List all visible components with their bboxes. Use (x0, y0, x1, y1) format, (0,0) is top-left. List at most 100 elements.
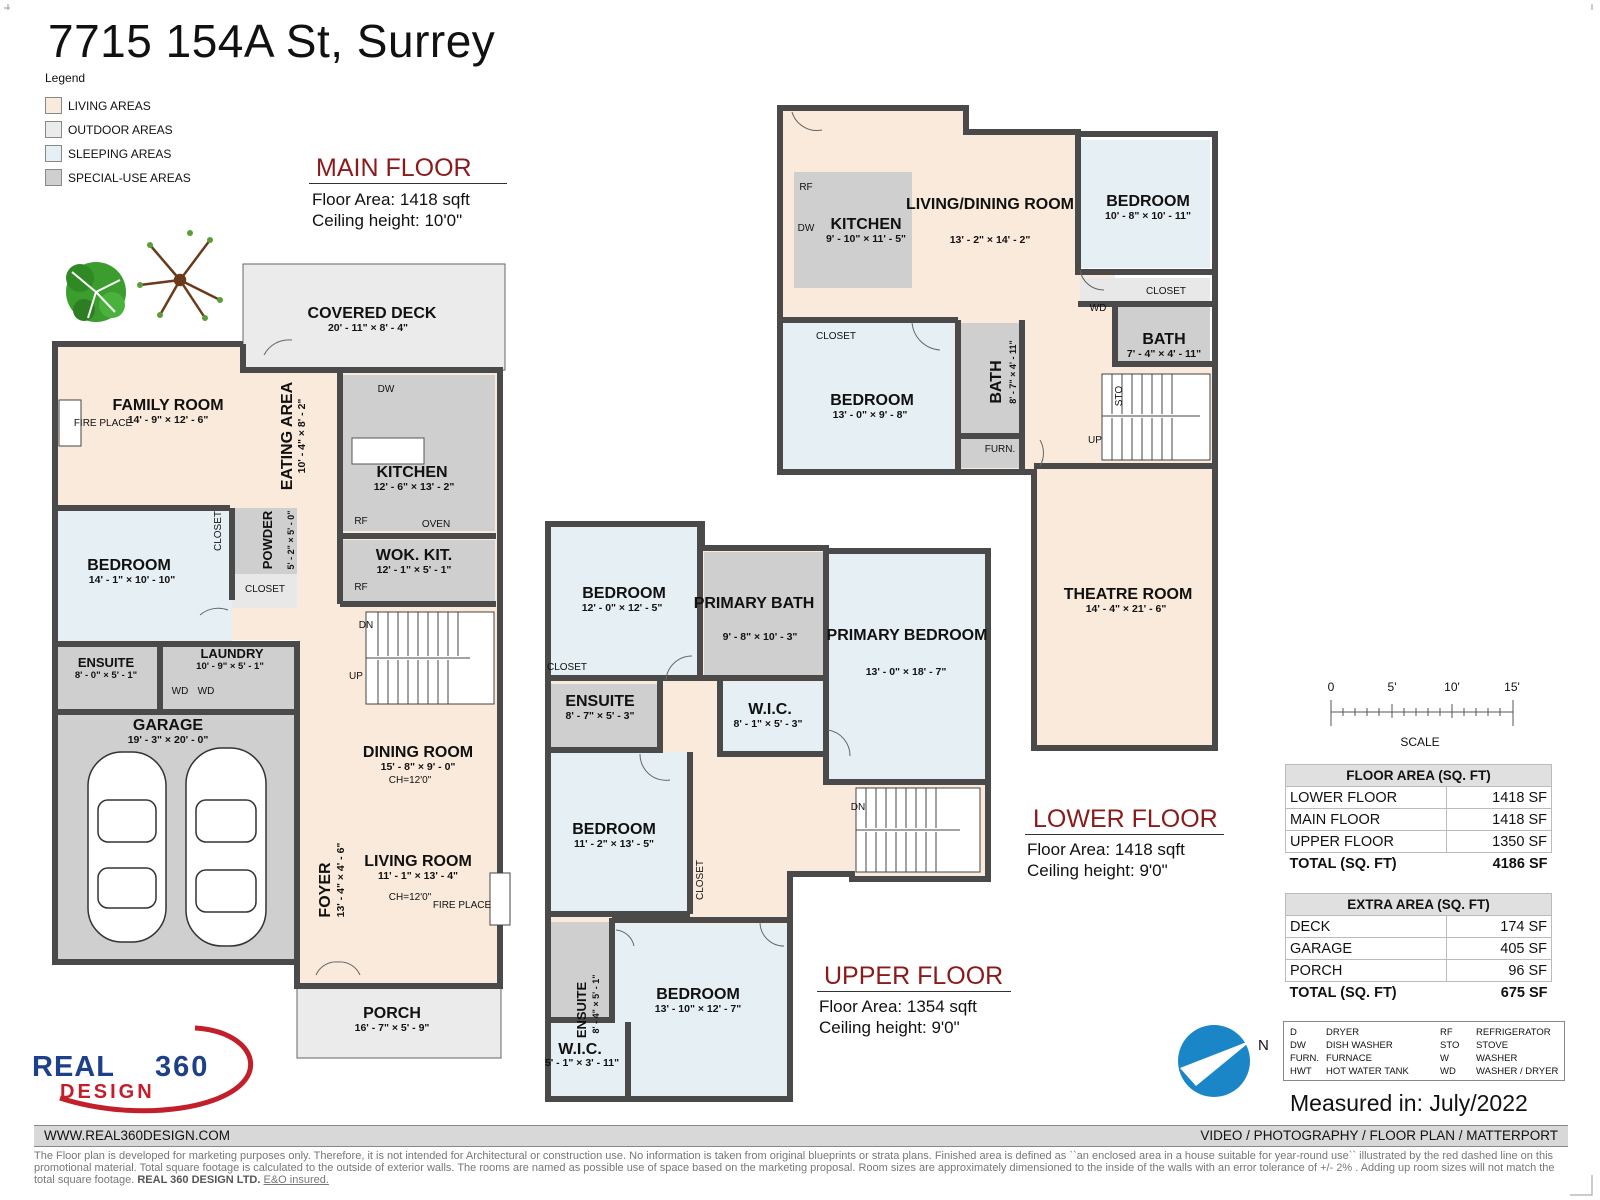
abbr-meaning: REFRIGERATOR (1476, 1027, 1551, 1038)
legend-swatch (45, 97, 62, 114)
bedroom-lower-1-fill (1080, 140, 1210, 268)
bedroom-upper-1-fill (550, 526, 700, 676)
scale-tick-label: 5' (1388, 680, 1397, 694)
living-ceiling: CH=12'0" (389, 892, 432, 903)
table-cell: 4186 SF (1492, 855, 1548, 872)
table-cell: PORCH (1285, 959, 1447, 982)
wic-upper-1-dim: 8' - 1" × 5' - 3" (734, 718, 803, 730)
legend-swatch (45, 145, 62, 162)
upper-walls (545, 521, 991, 1102)
primary-bath-dim: 9' - 8" × 10' - 3" (723, 631, 798, 643)
divider (1025, 834, 1224, 835)
legend-item-special: SPECIAL-USE AREAS (45, 169, 191, 186)
table-cell: 96 SF (1446, 959, 1552, 982)
powder-label: POWDER (260, 510, 275, 569)
main-floor-area: Floor Area: 1418 sqft (312, 190, 470, 209)
table-cell: 675 SF (1500, 984, 1548, 1001)
table-cell: 1418 SF (1446, 786, 1552, 809)
kitchen-lower-dim: 9' - 10" × 11' - 5" (826, 233, 906, 245)
abbr-code: DW (1290, 1040, 1306, 1051)
main-walls (52, 341, 503, 989)
table-cell: 1350 SF (1446, 830, 1552, 853)
table-cell: TOTAL (SQ. FT) (1289, 855, 1397, 872)
scale-tick-label: 10' (1444, 680, 1460, 694)
logo-swoosh-icon (59, 1025, 254, 1114)
kitchen-lower-fill (794, 172, 912, 288)
table-cell: DECK (1285, 915, 1447, 938)
dw-label: DW (798, 223, 815, 234)
legend-item-living: LIVING AREAS (45, 97, 151, 114)
bedroom-main-dim: 14' - 1" × 10' - 10" (89, 574, 175, 586)
powder-dim: 5' - 2" × 5' - 0" (286, 510, 296, 569)
legend-title: Legend (45, 71, 86, 85)
covered-deck-dim: 20' - 11" × 8' - 4" (328, 322, 408, 334)
family-room-dim: 14' - 9" × 12' - 6" (128, 414, 209, 426)
dn-label: DN (851, 802, 865, 813)
bedroom-upper-3-dim: 13' - 10" × 12' - 7" (655, 1003, 741, 1015)
wok-kitchen-fill (342, 540, 495, 602)
abbr-meaning: WASHER / DRYER (1476, 1066, 1559, 1077)
ensuite-main-label: ENSUITE (78, 655, 135, 670)
bath-lower-2-label: BATH (988, 360, 1005, 403)
porch-area (296, 987, 502, 1059)
bedroom-upper-3-label: BEDROOM (656, 986, 740, 1003)
bedroom-upper-2-dim: 11' - 2" × 13' - 5" (574, 838, 654, 850)
bath-lower-1-label: BATH (1142, 331, 1185, 348)
laundry-dim: 10' - 9" × 5' - 1" (196, 661, 264, 672)
family-room-label: FAMILY ROOM (112, 397, 223, 414)
abbr-meaning: HOT WATER TANK (1326, 1066, 1409, 1077)
living-dining-label: LIVING/DINING ROOM (906, 196, 1074, 213)
bedroom-lower-1-dim: 10' - 8" × 10' - 11" (1105, 210, 1191, 222)
disclaimer-company: REAL 360 DESIGN LTD. (137, 1174, 261, 1186)
stairs-lower (1101, 373, 1211, 461)
kitchen-main-dim: 12' - 6" × 13' - 2" (374, 481, 455, 493)
furn-label: FURN. (985, 444, 1016, 455)
bedroom-lower-2-label: BEDROOM (830, 392, 914, 409)
lower-floor-title: LOWER FLOOR (1033, 805, 1218, 833)
main-floor-plan: COVERED DECK 20' - 11" × 8' - 4" FAMILY … (52, 263, 511, 1059)
legend-item-outdoor: OUTDOOR AREAS (45, 121, 173, 138)
eating-area-dim: 10' - 4" × 8' - 2" (296, 399, 308, 474)
scale-bar: 0 5' 10' 15' SCALE (1328, 680, 1520, 749)
bedroom-upper-1-dim: 12' - 0" × 12' - 5" (582, 602, 663, 614)
bath-lower-2-fill (960, 323, 1020, 468)
table-total-row: TOTAL (SQ. FT) 4186 SF (1286, 853, 1552, 875)
abbr-code: FURN. (1290, 1053, 1320, 1064)
crop-mark (4, 4, 10, 10)
fireplace-icon (489, 872, 511, 926)
primary-bath-fill (704, 552, 824, 678)
porch-dim: 16' - 7" × 5' - 9" (355, 1022, 430, 1034)
abbr-meaning: DRYER (1326, 1027, 1360, 1038)
foyer-dim: 13' - 4" × 4' - 6" (335, 843, 347, 918)
up-label: UP (1088, 435, 1102, 446)
legend-label: OUTDOOR AREAS (68, 122, 173, 137)
bath-lower-2-dim: 8' - 7" × 4' - 11" (1008, 340, 1018, 404)
legend-label: SLEEPING AREAS (68, 146, 172, 161)
ensuite-upper-2-fill (550, 922, 612, 1018)
theatre-room-label: THEATRE ROOM (1064, 586, 1193, 603)
table-cell: 405 SF (1446, 937, 1552, 960)
sto-label: STO (1114, 386, 1125, 407)
measured-date: Measured in: July/2022 (1290, 1090, 1528, 1116)
abbr-meaning: DISH WASHER (1326, 1040, 1393, 1051)
table-cell: TOTAL (SQ. FT) (1289, 984, 1397, 1001)
garage-label: GARAGE (133, 717, 204, 734)
bedroom-upper-2-fill (550, 752, 690, 912)
website-link[interactable]: WWW.REAL360DESIGN.COM (44, 1128, 231, 1143)
kitchen-lower-label: KITCHEN (830, 216, 901, 233)
bedroom-lower-2-fill (782, 323, 954, 469)
main-floor-title: MAIN FLOOR (316, 154, 472, 182)
table-cell: LOWER FLOOR (1285, 786, 1447, 809)
closet-label: CLOSET (695, 860, 706, 900)
legend-swatch (45, 121, 62, 138)
living-room-label: LIVING ROOM (364, 853, 472, 870)
main-floor-ceiling: Ceiling height: 10'0" (312, 211, 463, 230)
bath-lower-1-dim: 7' - 4" × 4' - 11" (1127, 348, 1201, 360)
